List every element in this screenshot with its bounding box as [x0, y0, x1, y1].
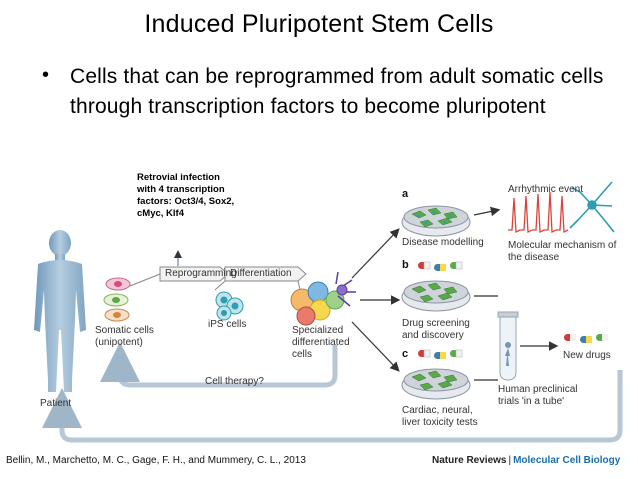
cell-therapy-loop: [100, 342, 338, 388]
retroviral-annotation: Retrovial infection with 4 transcription…: [137, 172, 235, 219]
patient-figure: [34, 230, 86, 392]
drug-pills: [418, 261, 463, 359]
disease-modelling-label: Disease modelling: [402, 237, 484, 248]
new-drug-pills: [564, 334, 608, 343]
molecular-label: Molecular mechanism of the disease: [508, 240, 617, 263]
dish-b: [401, 280, 471, 312]
test-tube: [497, 311, 519, 381]
slide-title: Induced Pluripotent Stem Cells: [144, 10, 494, 38]
neuron-icon: [569, 181, 615, 233]
toxicity-label: Cardiac, neural, liver toxicity tests: [402, 405, 478, 428]
differentiation-label: Differentiation: [230, 268, 292, 279]
journal-separator: |: [508, 455, 512, 466]
arrhythmic-label: Arrhythmic event: [508, 184, 584, 195]
specialized-label: Specialized differentiated cells: [292, 325, 350, 360]
journal-name: Nature Reviews: [432, 455, 507, 466]
cell-therapy-label: Cell therapy?: [205, 376, 264, 387]
reprogramming-banner: [159, 266, 229, 282]
section-c-label: c: [402, 348, 409, 360]
journal-credit: Nature Reviews|Molecular Cell Biology: [432, 455, 620, 466]
drug-screening-label: Drug screening and discovery: [402, 318, 470, 341]
citation: Bellin, M., Marchetto, M. C., Gage, F. H…: [6, 455, 306, 466]
dish-a: [401, 205, 471, 237]
section-a-label: a: [402, 188, 409, 200]
somatic-cells: [103, 277, 131, 322]
bullet-marker: •: [42, 64, 50, 86]
somatic-label: Somatic cells (unipotent): [95, 325, 154, 348]
specialized-cells: [290, 271, 356, 326]
return-loop: [42, 370, 623, 443]
patient-label: Patient: [40, 398, 72, 409]
journal-subtitle: Molecular Cell Biology: [513, 455, 621, 466]
dish-c: [401, 368, 471, 400]
bullet-text: Cells that can be reprogrammed from adul…: [70, 65, 604, 118]
arrhythmia-trace: [508, 191, 569, 234]
human-trials-label: Human preclinical trials 'in a tube': [498, 384, 578, 407]
new-drugs-label: New drugs: [563, 350, 611, 361]
ips-label: iPS cells: [208, 319, 247, 330]
ips-cells: [215, 291, 244, 321]
section-b-label: b: [402, 259, 409, 271]
reprogramming-label: Reprogramming: [165, 268, 237, 279]
differentiation-banner: [224, 266, 307, 282]
